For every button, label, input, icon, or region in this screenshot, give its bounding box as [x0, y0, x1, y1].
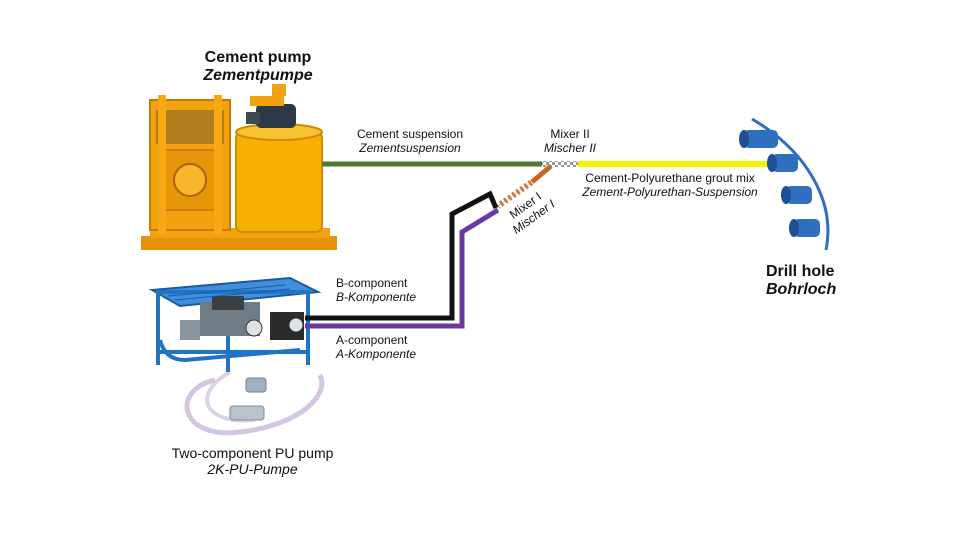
b-component-label-en: B-component — [336, 276, 408, 290]
cement-suspension-label: Cement suspension Zementsuspension — [340, 127, 480, 156]
mixer-2-label-de: Mischer II — [543, 140, 596, 155]
pu-pump-label-de: 2K-PU-Pumpe — [207, 461, 298, 478]
grout-mix-label-de: Zement-Polyurethan-Suspension — [582, 184, 758, 199]
borehole-4 — [794, 219, 820, 237]
b-component-label: B-component B-Komponente — [336, 276, 446, 305]
cement-pump-label: Cement pump Zementpumpe — [180, 49, 336, 86]
borehole-3 — [786, 186, 812, 204]
drill-hole-graphic — [739, 117, 830, 251]
b-component-line — [305, 190, 499, 321]
mixer-2-body — [542, 161, 578, 167]
grout-mix-label-en: Cement-Polyurethane grout mix — [585, 171, 755, 185]
mixer-2-label-en: Mixer II — [550, 127, 590, 141]
cement-suspension-label-de: Zementsuspension — [359, 140, 461, 155]
drill-hole-label-de: Bohrloch — [766, 281, 837, 299]
cement-suspension-label-en: Cement suspension — [356, 127, 464, 141]
pu-pump-label: Two-component PU pump 2K-PU-Pumpe — [140, 445, 365, 477]
cement-pump-label-de: Zementpumpe — [203, 67, 313, 85]
drill-hole-label: Drill hole Bohrloch — [766, 263, 856, 300]
a-component-label-de: A-Komponente — [336, 346, 417, 361]
a-component-label: A-component A-Komponente — [336, 333, 446, 362]
pu-pump-label-en: Two-component PU pump — [171, 445, 334, 461]
cement-pump-label-en: Cement pump — [204, 49, 312, 66]
mixer-1-outlet — [530, 164, 553, 184]
mixer-2-label: Mixer II Mischer II — [530, 127, 610, 156]
borehole-1 — [744, 130, 778, 148]
mixer-1-body — [496, 179, 534, 209]
borehole-2 — [772, 154, 798, 172]
a-component-label-en: A-component — [336, 333, 408, 347]
a-component-line — [305, 207, 500, 329]
b-component-label-de: B-Komponente — [336, 289, 417, 304]
pu-pump-image — [148, 276, 325, 436]
cement-pump-image — [141, 84, 337, 250]
grout-mix-label: Cement-Polyurethane grout mix Zement-Pol… — [570, 171, 770, 200]
drill-hole-label-en: Drill hole — [766, 263, 835, 280]
